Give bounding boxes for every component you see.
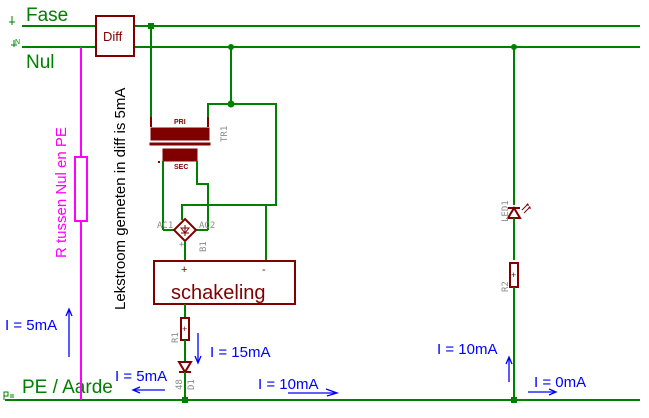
ac2-label: AC2: [199, 221, 215, 231]
tr-core: [149, 142, 211, 146]
schakeling-plus: +: [181, 264, 187, 276]
current-right-label: I = 0mA: [534, 374, 586, 391]
current-led-label: I = 10mA: [437, 341, 497, 358]
sec-winding: [162, 148, 198, 162]
lekstroom-label: Lekstroom gemeten in diff is 5mA: [112, 88, 129, 310]
pri-label: PRI: [174, 119, 186, 126]
led-light-icon: [521, 203, 531, 214]
r-pe-label: R tussen Nul en PE: [53, 127, 70, 258]
r-pe-resistor: [74, 156, 88, 222]
junction-fase: [148, 23, 154, 29]
r2-label: R2: [501, 281, 511, 292]
r1-plus: +: [182, 324, 187, 334]
d1-diode: [177, 361, 193, 374]
arrow-down-r1-icon: [194, 333, 202, 365]
pe-label: PE / Aarde: [22, 377, 113, 398]
b1-label: B1: [199, 241, 209, 252]
bridge-plus: +: [179, 240, 185, 250]
arrow-right-end-icon: [528, 388, 558, 396]
ac1-label: AC1: [157, 221, 173, 231]
schakeling-minus: -: [262, 264, 266, 276]
arrow-right-pe-mid-icon: [288, 388, 340, 397]
bridge-diode-icon: [179, 225, 191, 236]
nul-label: Nul: [26, 52, 55, 73]
svg-text:N: N: [15, 39, 20, 46]
fase-terminal-icon: [9, 16, 15, 25]
sec-dot: [158, 161, 160, 163]
current-left-label: I = 5mA: [5, 317, 57, 334]
junction-nul: [228, 44, 234, 50]
schakeling-box: [153, 260, 296, 305]
junction-r2-pe: [511, 397, 517, 403]
nul-terminal-icon: N: [11, 39, 20, 47]
fase-label: Fase: [26, 5, 68, 26]
arrow-left-pe-icon: [131, 386, 165, 394]
d1-value-label: 48: [175, 379, 185, 390]
tr-top-wire: [181, 103, 277, 220]
diff-label: Diff: [103, 29, 123, 44]
junction-led-nul: [511, 44, 517, 50]
led1-label: LED1: [501, 200, 511, 222]
current-to-pe-label: I = 5mA: [115, 368, 167, 385]
diff-box: [95, 15, 135, 57]
junction-d1-pe: [182, 397, 188, 403]
d1-label: D1: [187, 379, 197, 390]
pe-terminal-icon: [3, 391, 14, 400]
current-pe-mid-label: I = 10mA: [258, 376, 318, 393]
tr1-label: TR1: [220, 126, 230, 142]
r2-plus: +: [511, 270, 516, 280]
r1-label: R1: [171, 332, 181, 343]
pri-winding: [150, 127, 210, 141]
arrow-up-left-icon: [65, 307, 73, 357]
arrow-up-led-icon: [505, 355, 513, 382]
sec-label: SEC: [174, 164, 188, 171]
sec-right-wire: [196, 161, 209, 230]
schakeling-label: schakeling: [171, 282, 266, 304]
current-r1-label: I = 15mA: [210, 344, 270, 361]
